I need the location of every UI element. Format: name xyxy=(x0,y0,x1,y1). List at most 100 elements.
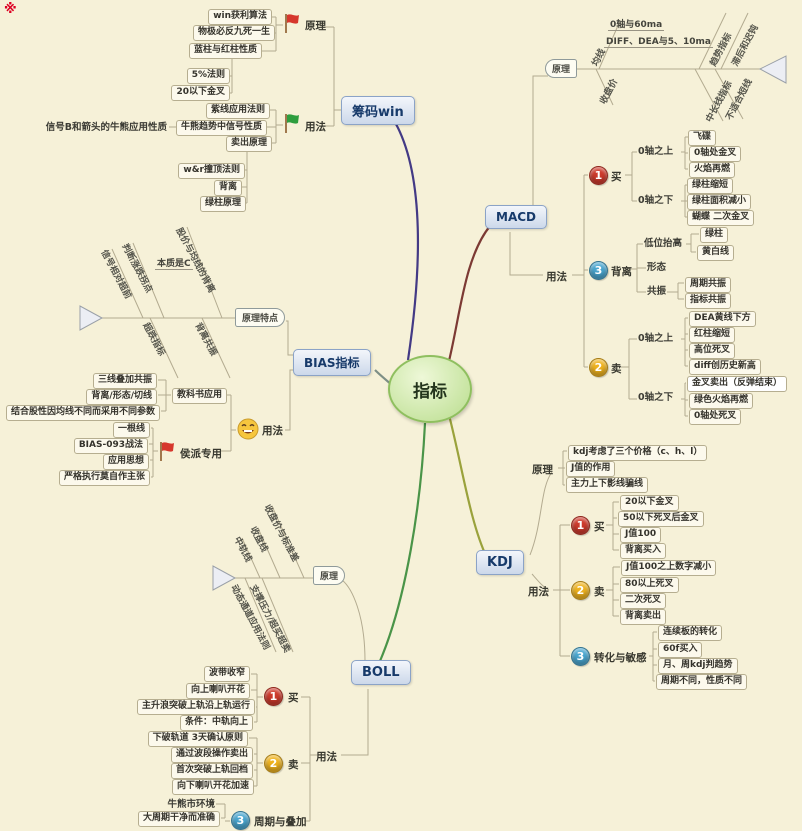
bias-essence-item[interactable]: 本质是C xyxy=(155,256,193,270)
boll-item[interactable]: 主升浪突破上轨沿上轨运行 xyxy=(136,699,255,715)
bias-item[interactable]: 背离/形态/切线 xyxy=(86,389,157,405)
boll-item[interactable]: 通过波段操作卖出 xyxy=(170,747,253,763)
node-kdj[interactable]: KDJ xyxy=(476,550,524,575)
win-item[interactable]: 5%法则 xyxy=(186,68,230,84)
macd-buy-above[interactable]: 0轴之上 xyxy=(638,146,674,157)
macd-item[interactable]: 金叉卖出（反弹结束） xyxy=(687,376,788,392)
win-item[interactable]: 卖出原理 xyxy=(225,136,272,152)
boll-item[interactable]: 首次突破上轨回档 xyxy=(170,763,253,779)
badge-3-icon: 3 xyxy=(571,647,590,666)
kdj-item[interactable]: 20以下金叉 xyxy=(620,495,679,511)
boll-item[interactable]: 向上喇叭开花 xyxy=(185,683,250,699)
boll-item[interactable]: 牛熊市环境 xyxy=(167,799,215,810)
badge-3-icon: 3 xyxy=(589,261,608,280)
macd-div-low[interactable]: 低位抬高 xyxy=(644,238,683,249)
bias-item[interactable]: 一根线 xyxy=(112,422,150,438)
macd-item[interactable]: 黄白线 xyxy=(697,245,735,261)
boll-usage-label[interactable]: 用法 xyxy=(316,751,337,763)
win-item[interactable]: 紫线应用法则 xyxy=(205,103,270,119)
kdj-principle-label[interactable]: 原理 xyxy=(532,464,553,476)
win-item[interactable]: win获利算法 xyxy=(208,9,272,25)
win-item[interactable]: 背离 xyxy=(213,180,242,196)
kdj-item[interactable]: 60f买入 xyxy=(658,642,703,658)
macd-item[interactable]: 绿色火焰再燃 xyxy=(689,393,754,409)
kdj-item[interactable]: 80以上死叉 xyxy=(620,577,679,593)
node-boll[interactable]: BOLL xyxy=(351,660,411,685)
macd-bone-item[interactable]: DIFF、DEA与5、10ma xyxy=(604,34,713,48)
boll-item[interactable]: 条件：中轨向上 xyxy=(179,715,253,731)
macd-divergence-label[interactable]: 背离 xyxy=(611,266,632,278)
node-macd[interactable]: MACD xyxy=(485,205,547,229)
bias-item[interactable]: 应用思想 xyxy=(102,454,149,470)
macd-item[interactable]: diff创历史新高 xyxy=(689,359,761,375)
kdj-item[interactable]: 50以下死叉后金叉 xyxy=(618,511,704,527)
macd-buy-label[interactable]: 买 xyxy=(611,171,622,183)
macd-item[interactable]: 指标共振 xyxy=(685,293,732,309)
win-item[interactable]: w&r撞顶法则 xyxy=(178,163,245,179)
macd-usage-label[interactable]: 用法 xyxy=(546,271,567,283)
kdj-item[interactable]: kdj考虑了三个价格（c、h、l） xyxy=(568,445,708,461)
bias-usage-label[interactable]: 用法 xyxy=(262,425,283,437)
kdj-item[interactable]: 连续板的转化 xyxy=(658,625,723,641)
win-usage-label[interactable]: 用法 xyxy=(305,121,326,133)
kdj-item[interactable]: 背离卖出 xyxy=(620,609,667,625)
macd-item[interactable]: DEA黄线下方 xyxy=(689,311,756,327)
macd-item[interactable]: 火焰再燃 xyxy=(689,162,736,178)
kdj-item[interactable]: J值100 xyxy=(620,527,662,543)
kdj-usage-label[interactable]: 用法 xyxy=(528,586,549,598)
bias-item[interactable]: 严格执行莫自作主张 xyxy=(58,470,150,486)
kdj-sell-label[interactable]: 卖 xyxy=(594,586,605,598)
kdj-item[interactable]: 二次死叉 xyxy=(620,593,667,609)
boll-item[interactable]: 向下喇叭开花加速 xyxy=(171,779,254,795)
boll-item[interactable]: 波带收窄 xyxy=(203,666,250,682)
macd-buy-below[interactable]: 0轴之下 xyxy=(638,195,674,206)
macd-bone-item[interactable]: 0轴与60ma xyxy=(608,17,665,31)
macd-sell-label[interactable]: 卖 xyxy=(611,363,622,375)
macd-item[interactable]: 高位死叉 xyxy=(689,343,736,359)
central-topic[interactable]: 指标 xyxy=(388,355,472,423)
macd-sell-above[interactable]: 0轴之上 xyxy=(638,333,674,344)
win-signal-note[interactable]: 信号B和箭头的牛熊应用性质 xyxy=(45,122,167,133)
macd-item[interactable]: 绿柱 xyxy=(700,227,729,243)
macd-item[interactable]: 飞碟 xyxy=(688,130,717,146)
kdj-buy-label[interactable]: 买 xyxy=(594,521,605,533)
macd-div-res[interactable]: 共振 xyxy=(647,286,667,297)
node-chouma-win[interactable]: 筹码win xyxy=(341,96,415,125)
macd-item[interactable]: 周期共振 xyxy=(685,277,732,293)
macd-item[interactable]: 0轴处金叉 xyxy=(689,146,742,162)
win-item[interactable]: 牛熊趋势中信号性质 xyxy=(175,120,267,136)
kdj-item[interactable]: 主力上下影线骗线 xyxy=(566,477,649,493)
macd-item[interactable]: 绿柱缩短 xyxy=(687,178,734,194)
kdj-item[interactable]: J值的作用 xyxy=(566,461,616,477)
macd-div-shape[interactable]: 形态 xyxy=(647,262,667,273)
macd-item[interactable]: 0轴处死叉 xyxy=(689,409,742,425)
macd-item[interactable]: 蝴蝶 二次金叉 xyxy=(687,210,755,226)
kdj-item[interactable]: 背离买入 xyxy=(620,543,667,559)
boll-item[interactable]: 大周期干净而准确 xyxy=(137,811,220,827)
node-bias[interactable]: BIAS指标 xyxy=(293,349,371,376)
boll-buy-label[interactable]: 买 xyxy=(288,692,299,704)
win-principle-label[interactable]: 原理 xyxy=(305,20,326,32)
boll-cycle-label[interactable]: 周期与叠加 xyxy=(254,816,307,828)
bias-textbook[interactable]: 教科书应用 xyxy=(172,388,228,404)
macd-sell-below[interactable]: 0轴之下 xyxy=(638,392,674,403)
macd-item[interactable]: 红柱缩短 xyxy=(689,327,736,343)
bias-hou-label[interactable]: 侯派专用 xyxy=(180,448,222,460)
boll-item[interactable]: 下破轨道 3天确认原则 xyxy=(147,731,248,747)
kdj-item[interactable]: 周期不同，性质不同 xyxy=(656,674,748,690)
win-item[interactable]: 物极必反九死一生 xyxy=(192,25,275,41)
bias-principle-node[interactable]: 原理特点 xyxy=(235,308,286,327)
kdj-transform-label[interactable]: 转化与敏感 xyxy=(594,652,647,664)
bias-item[interactable]: 三线叠加共振 xyxy=(92,373,157,389)
kdj-item[interactable]: J值100之上数字减小 xyxy=(621,560,717,576)
bias-item[interactable]: BIAS-093战法 xyxy=(73,438,148,454)
kdj-item[interactable]: 月、周kdj判趋势 xyxy=(658,658,738,674)
win-item[interactable]: 蓝柱与红柱性质 xyxy=(188,43,262,59)
bias-item[interactable]: 结合股性因均线不同而采用不同参数 xyxy=(5,405,160,421)
win-item[interactable]: 20以下金叉 xyxy=(171,85,230,101)
macd-principle-node[interactable]: 原理 xyxy=(545,59,578,78)
macd-item[interactable]: 绿柱面积减小 xyxy=(687,194,752,210)
boll-sell-label[interactable]: 卖 xyxy=(288,759,299,771)
boll-principle-node[interactable]: 原理 xyxy=(313,566,346,585)
win-item[interactable]: 绿柱原理 xyxy=(199,196,246,212)
